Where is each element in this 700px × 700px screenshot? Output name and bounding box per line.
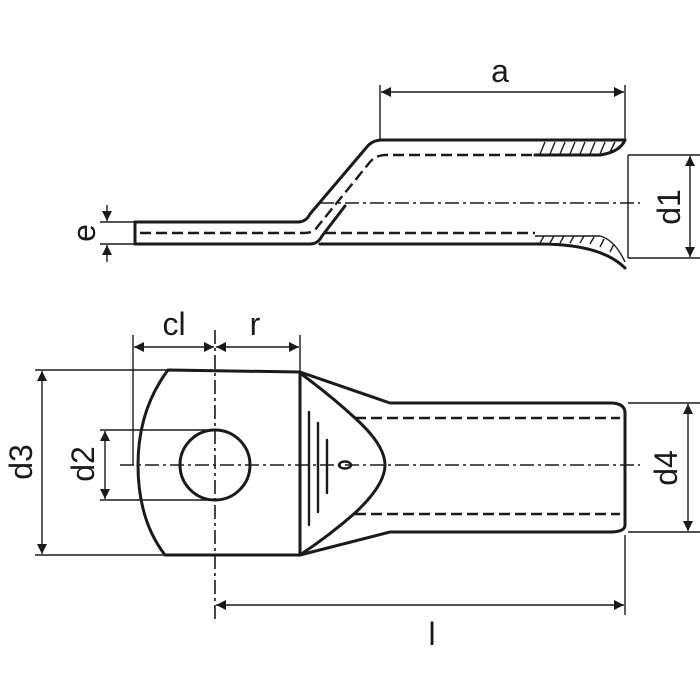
hatching-top	[539, 141, 616, 155]
side-inner-dashed	[140, 153, 535, 235]
dim-e-ext	[100, 221, 135, 245]
barrel-outline	[298, 370, 627, 557]
dim-cl-label: cl	[162, 306, 185, 342]
dim-d2-ext	[100, 429, 215, 501]
dim-d3-ext	[35, 369, 168, 556]
dim-d1-ext	[627, 154, 700, 259]
dim-cl-ext	[132, 335, 301, 465]
side-outer-outline	[133, 138, 627, 224]
side-view: a d1 e	[66, 53, 700, 270]
side-barrel-flare-top	[533, 138, 627, 157]
dim-d4-ext	[628, 402, 700, 533]
marking-lines	[307, 410, 329, 527]
top-view: cl r d3 d2 d4 l	[3, 306, 700, 652]
cone-curve	[298, 371, 387, 557]
palm-outline	[136, 368, 302, 557]
dim-d3-label: d3	[3, 444, 39, 480]
dim-l-label: l	[428, 616, 435, 652]
dim-e-label: e	[66, 224, 102, 242]
hatching-bottom	[535, 235, 626, 263]
dim-d2-label: d2	[65, 446, 101, 482]
dim-d1-label: d1	[651, 189, 687, 225]
dim-d4-label: d4	[648, 450, 684, 486]
dim-a-label: a	[491, 53, 509, 89]
side-lower-outline	[133, 204, 627, 270]
dim-r-label: r	[250, 306, 261, 342]
